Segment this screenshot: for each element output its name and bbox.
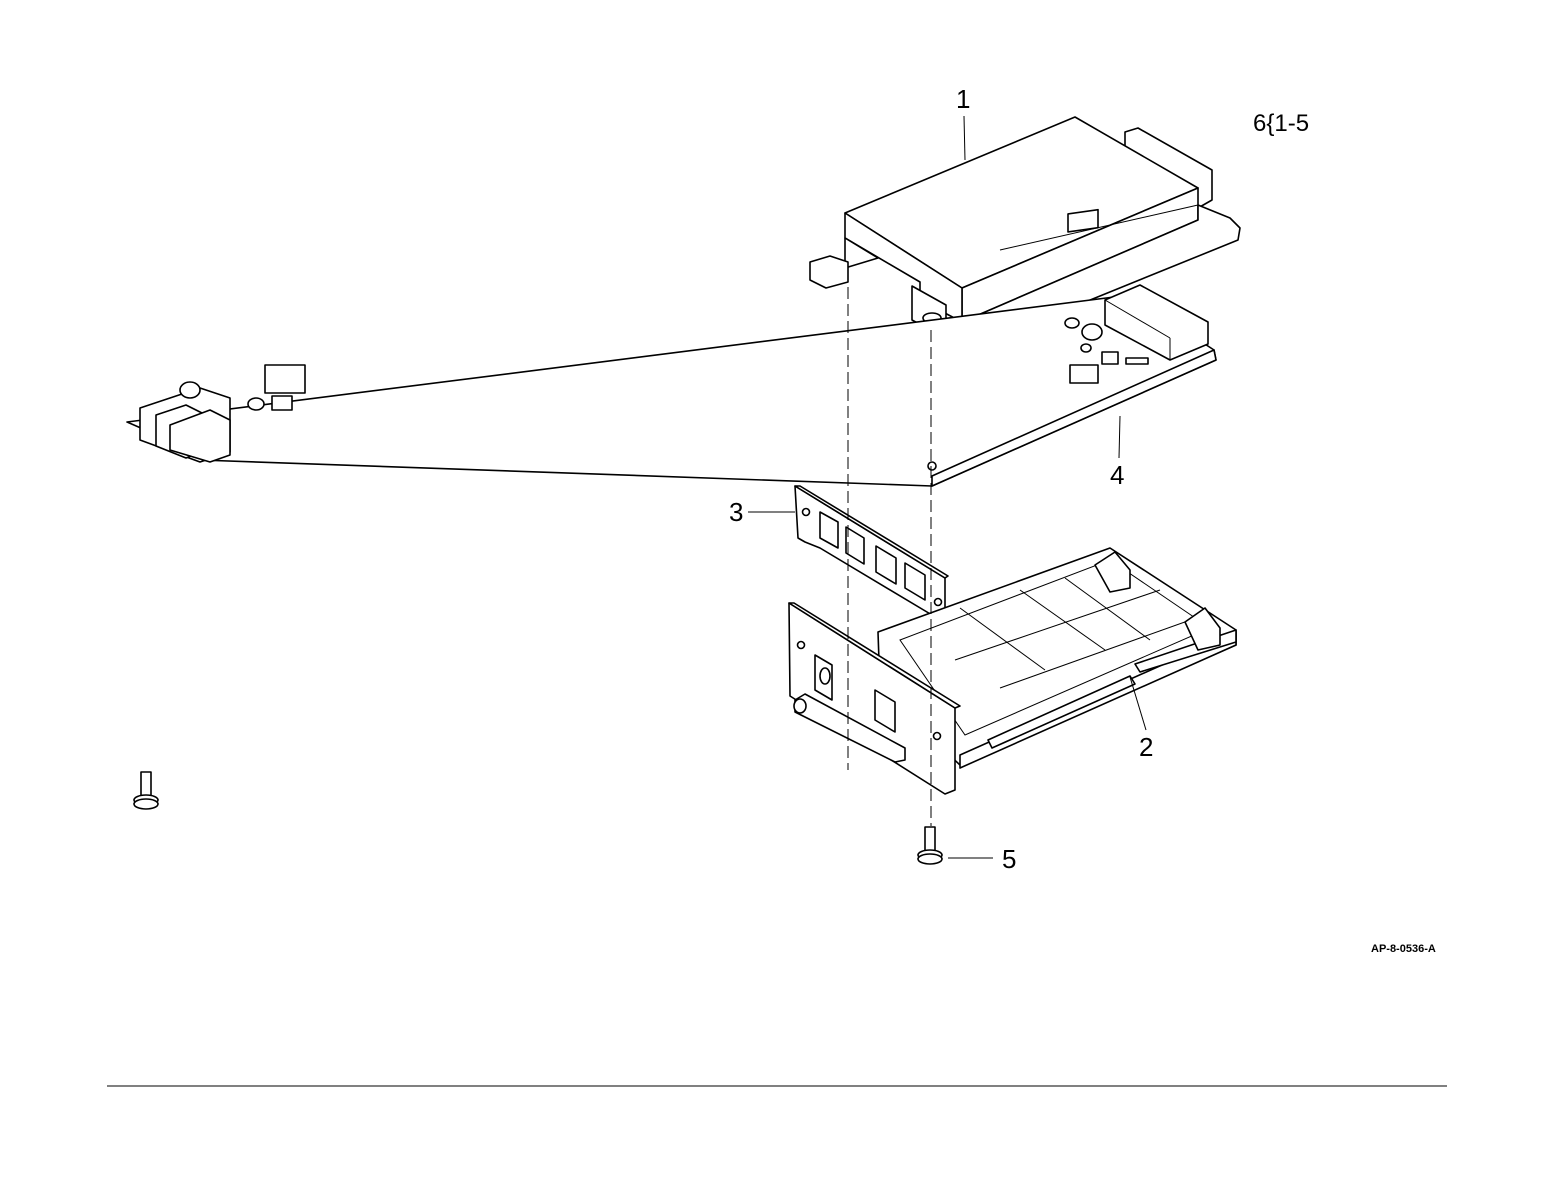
leader-cover [964,116,965,160]
callout-tray: 2 [1139,732,1153,762]
figure-id: AP-8-0536-A [1371,943,1436,955]
callout-screw: 5 [1002,844,1016,874]
part-screw-right [918,827,942,864]
callout-bracket-plate: 3 [729,497,743,527]
part-tray [789,548,1236,794]
reference-code: 6{1-5 [1253,110,1309,137]
callout-cover: 1 [956,84,970,114]
callout-circuit-board: 4 [1110,460,1124,490]
leader-circuit-board [1119,416,1120,458]
part-screw-left [134,772,158,809]
part-bracket-plate [795,486,948,618]
